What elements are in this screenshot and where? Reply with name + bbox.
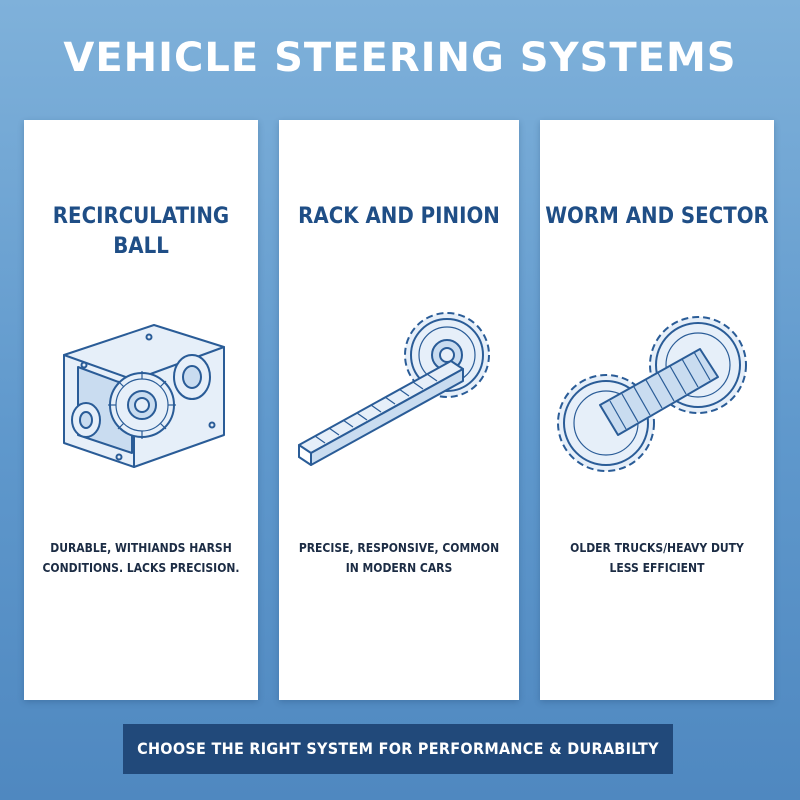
card-title: WORM AND SECTOR: [540, 202, 774, 232]
card-description: OLDER TRUCKS/HEAVY DUTY LESS EFFICIENT: [550, 538, 764, 578]
card-description-line: PRECISE, RESPONSIVE, COMMON: [298, 541, 500, 555]
card-title-line: BALL: [113, 234, 169, 259]
worm-and-sector-gear-icon: [557, 316, 747, 472]
card-title-line: RECIRCULATING: [52, 204, 230, 229]
card-description-line: LESS EFFICIENT: [609, 561, 705, 575]
card-worm-and-sector: WORM AND SECTOR OLDER TRUCKS/HEAVY DUTY …: [540, 120, 774, 700]
card-title-line: RACK AND PINION: [298, 204, 500, 229]
card-description-line: IN MODERN CARS: [345, 561, 453, 575]
card-description-line: CONDITIONS. LACKS PRECISION.: [42, 561, 240, 575]
footer-banner: CHOOSE THE RIGHT SYSTEM FOR PERFORMANCE …: [123, 724, 673, 774]
card-recirculating-ball: RECIRCULATING BALL: [24, 120, 258, 700]
card-rack-and-pinion: RACK AND PINION PRECISE, RESPONSIVE, COM…: [279, 120, 519, 700]
rack-and-pinion-gear-icon: [298, 312, 490, 466]
recirculating-ball-gearbox-icon: [63, 324, 225, 468]
card-title: RACK AND PINION: [279, 202, 519, 232]
card-description-line: DURABLE, WITHIANDS HARSH: [50, 541, 232, 555]
page-title: VEHICLE STEERING SYSTEMS: [63, 35, 737, 81]
card-description-line: OLDER TRUCKS/HEAVY DUTY: [570, 541, 744, 555]
gear-icon: [108, 371, 176, 439]
card-title-line: WORM AND SECTOR: [545, 204, 769, 229]
card-description: DURABLE, WITHIANDS HARSH CONDITIONS. LAC…: [34, 538, 248, 578]
card-description: PRECISE, RESPONSIVE, COMMON IN MODERN CA…: [289, 538, 509, 578]
card-title: RECIRCULATING BALL: [24, 202, 258, 262]
